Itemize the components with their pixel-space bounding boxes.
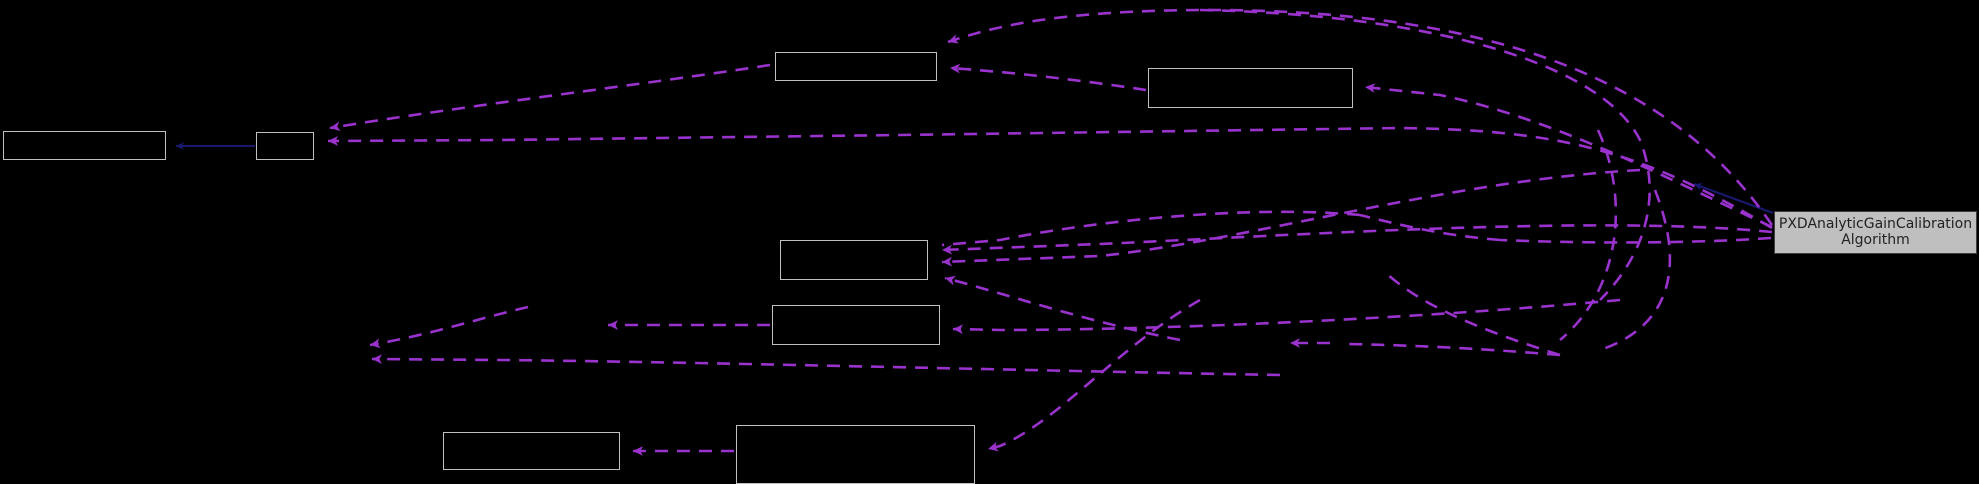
edge-usage-right-hook (1499, 236, 1772, 244)
edge-usage-inner-arc (1559, 129, 1618, 341)
edge-usage-n8-bottom-sweep (1599, 189, 1672, 352)
edge-usage-mid-right-stub (1290, 271, 1561, 357)
edge-usage-right-arc (1199, 8, 1651, 301)
edge-inheritance-n8-n3 (1693, 183, 1774, 214)
edge-usage-lowrun-a (369, 305, 529, 349)
edge-usage-n8-n7 (987, 298, 1201, 452)
edge-usage-lowrun-b (371, 354, 1281, 377)
graph-node-3[interactable] (1148, 68, 1353, 108)
edge-usage-n3-n2 (949, 63, 1147, 92)
graph-node-7[interactable] (736, 425, 975, 484)
edge-usage-n8-n2 (947, 8, 1774, 226)
graph-node-1[interactable] (256, 132, 314, 160)
edge-usage-n8-n1 (327, 126, 1773, 230)
graph-node-current-pxdanalyticgaincalibrationalgorithm[interactable]: PXDAnalyticGainCalibration Algorithm (1774, 211, 1977, 254)
graph-node-0[interactable] (3, 131, 166, 160)
edge-usage-n8-n5 (952, 298, 1621, 335)
graph-node-2[interactable] (775, 52, 937, 81)
graph-node-6[interactable] (443, 432, 620, 470)
edge-usage-alt-n4 (941, 168, 1641, 267)
edge-usage-n8-n3 (1364, 83, 1773, 229)
edge-usage-n2-n1 (329, 63, 771, 132)
edge-usage-right-descend (941, 210, 1501, 247)
graph-node-4[interactable] (780, 240, 928, 280)
graph-node-5[interactable] (772, 305, 940, 345)
edge-usage-alt2-n4 (944, 275, 1181, 342)
edge-usage-n8-n4 (941, 224, 1773, 255)
